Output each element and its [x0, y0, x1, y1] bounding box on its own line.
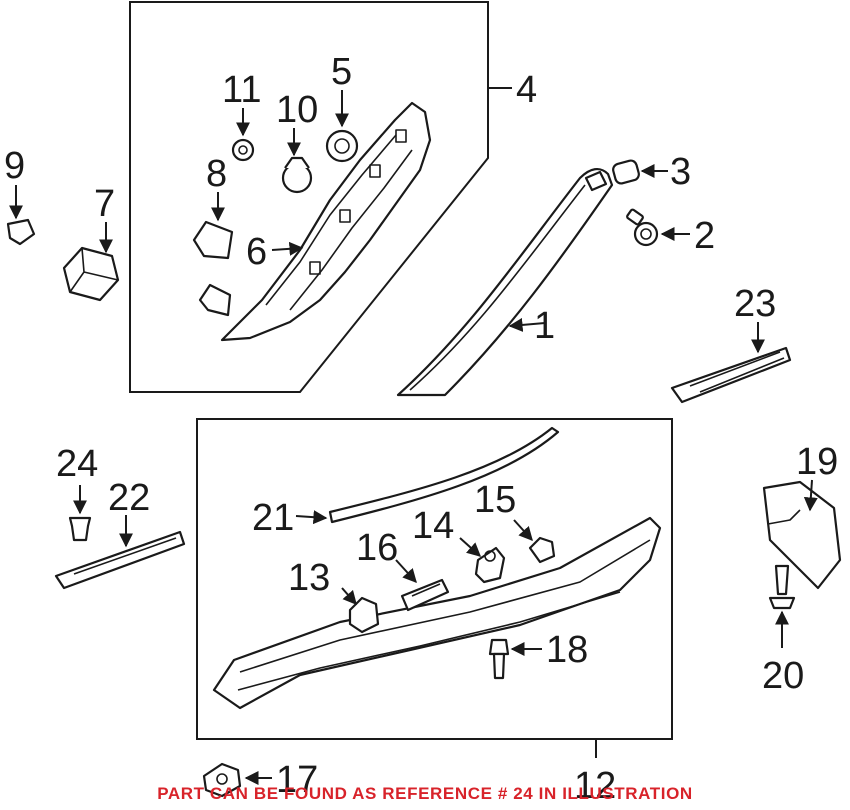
- callout-16: 16: [356, 527, 398, 569]
- callout-2: 2: [694, 215, 715, 257]
- callout-14: 14: [412, 505, 454, 547]
- part-dome-clip: [281, 128, 313, 194]
- part-bolt: [626, 208, 690, 247]
- callout-13: 13: [288, 557, 330, 599]
- part-cap: [612, 159, 668, 185]
- part-clip-bracket: [198, 283, 232, 317]
- part-pillar-trim: [396, 168, 614, 397]
- group-frame-lower: [196, 418, 673, 740]
- part-washer: [231, 108, 255, 162]
- callout-12: 12: [574, 765, 616, 807]
- callout-17: 17: [276, 759, 318, 801]
- callout-20: 20: [762, 655, 804, 697]
- callout-23: 23: [734, 283, 776, 325]
- part-push-pin: [68, 485, 92, 542]
- callout-11: 11: [222, 69, 261, 111]
- callout-9: 9: [4, 145, 25, 187]
- part-grommet: [325, 90, 359, 163]
- group-frame-upper: [129, 1, 489, 393]
- part-rocker-panel: [212, 516, 662, 710]
- callout-15: 15: [474, 479, 516, 521]
- part-spacer-block: [62, 222, 120, 302]
- callout-18: 18: [546, 629, 588, 671]
- part-clip-15: [513, 519, 556, 564]
- part-sill-bracket: [54, 515, 186, 590]
- callout-5: 5: [331, 51, 352, 93]
- part-clip-14: [459, 537, 506, 584]
- callout-19: 19: [796, 441, 838, 483]
- reference-banner: PART CAN BE FOUND AS REFERENCE # 24 IN I…: [157, 784, 693, 803]
- part-plug: [6, 185, 36, 246]
- callout-3: 3: [670, 151, 691, 193]
- callout-22: 22: [108, 477, 150, 519]
- part-molding-strip: [295, 426, 560, 525]
- part-clip-13: [341, 587, 380, 634]
- callout-7: 7: [94, 183, 115, 225]
- part-clip-16: [395, 559, 450, 612]
- part-inner-pillar: [220, 101, 432, 342]
- callout-8: 8: [206, 153, 227, 195]
- part-rivet: [488, 638, 542, 680]
- callout-6: 6: [246, 231, 267, 273]
- callout-4: 4: [516, 69, 537, 111]
- callout-21: 21: [252, 497, 294, 539]
- part-screw: [768, 564, 796, 648]
- part-end-cap: [762, 479, 842, 590]
- callout-10: 10: [276, 89, 318, 131]
- callout-1: 1: [534, 305, 555, 347]
- part-rail-strip: [670, 322, 792, 404]
- part-nut: [202, 762, 272, 798]
- callout-24: 24: [56, 443, 98, 485]
- part-retainer: [192, 192, 234, 260]
